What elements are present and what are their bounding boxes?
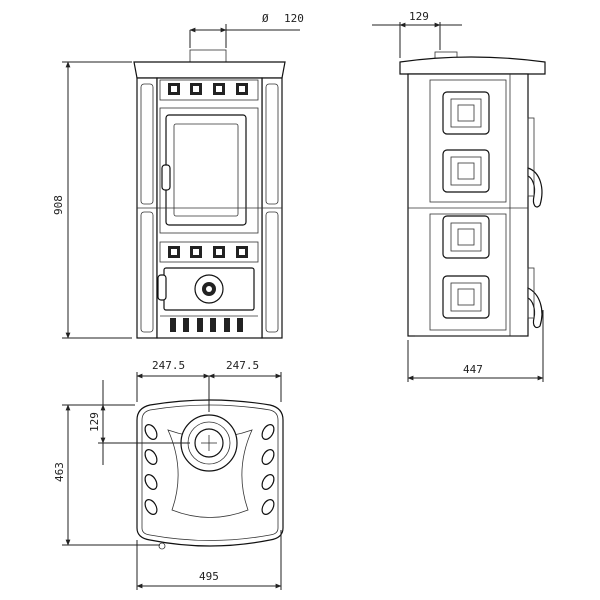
- front-top-cap: [133, 61, 286, 79]
- width-label: 495: [199, 570, 219, 583]
- top-vent-slots: [144, 424, 275, 515]
- flue-diameter-label: 120: [284, 12, 304, 25]
- side-tile-motifs: [442, 91, 490, 319]
- flue-diameter-symbol: Ø: [262, 12, 269, 25]
- depth-side-dimension: 447: [407, 310, 544, 382]
- half-width-dimension: 247.5 247.5: [136, 359, 282, 412]
- flue-offset-side-dimension: 129: [372, 10, 462, 58]
- height-dimension: 908: [52, 61, 132, 339]
- side-view: [399, 51, 546, 337]
- door-handle: [161, 164, 171, 191]
- depth-top-label: 463: [53, 462, 66, 482]
- flue-offset-top-dimension: 129: [88, 380, 190, 465]
- width-dimension: 495: [136, 530, 282, 590]
- height-label: 908: [52, 195, 65, 215]
- front-door: [165, 114, 247, 226]
- half-width-left-label: 247.5: [152, 359, 185, 372]
- flue-offset-side-label: 129: [409, 10, 429, 23]
- side-top-cap: [399, 56, 546, 75]
- flue-offset-top-label: 129: [88, 412, 101, 432]
- side-door-handle: [527, 167, 543, 208]
- front-feet: [170, 318, 243, 332]
- half-width-right-label: 247.5: [226, 359, 259, 372]
- depth-side-label: 447: [463, 363, 483, 376]
- top-outline: [136, 399, 284, 547]
- front-door-glass: [173, 123, 239, 217]
- front-lower-grille: [159, 241, 259, 263]
- depth-top-dimension: 463: [53, 404, 160, 546]
- flue-diameter-dimension: Ø 120: [189, 12, 304, 48]
- front-top-grille: [159, 79, 259, 101]
- top-view: [136, 399, 284, 550]
- front-view: [133, 49, 286, 339]
- side-ash-handle: [527, 287, 543, 329]
- front-door-frame: [159, 107, 259, 234]
